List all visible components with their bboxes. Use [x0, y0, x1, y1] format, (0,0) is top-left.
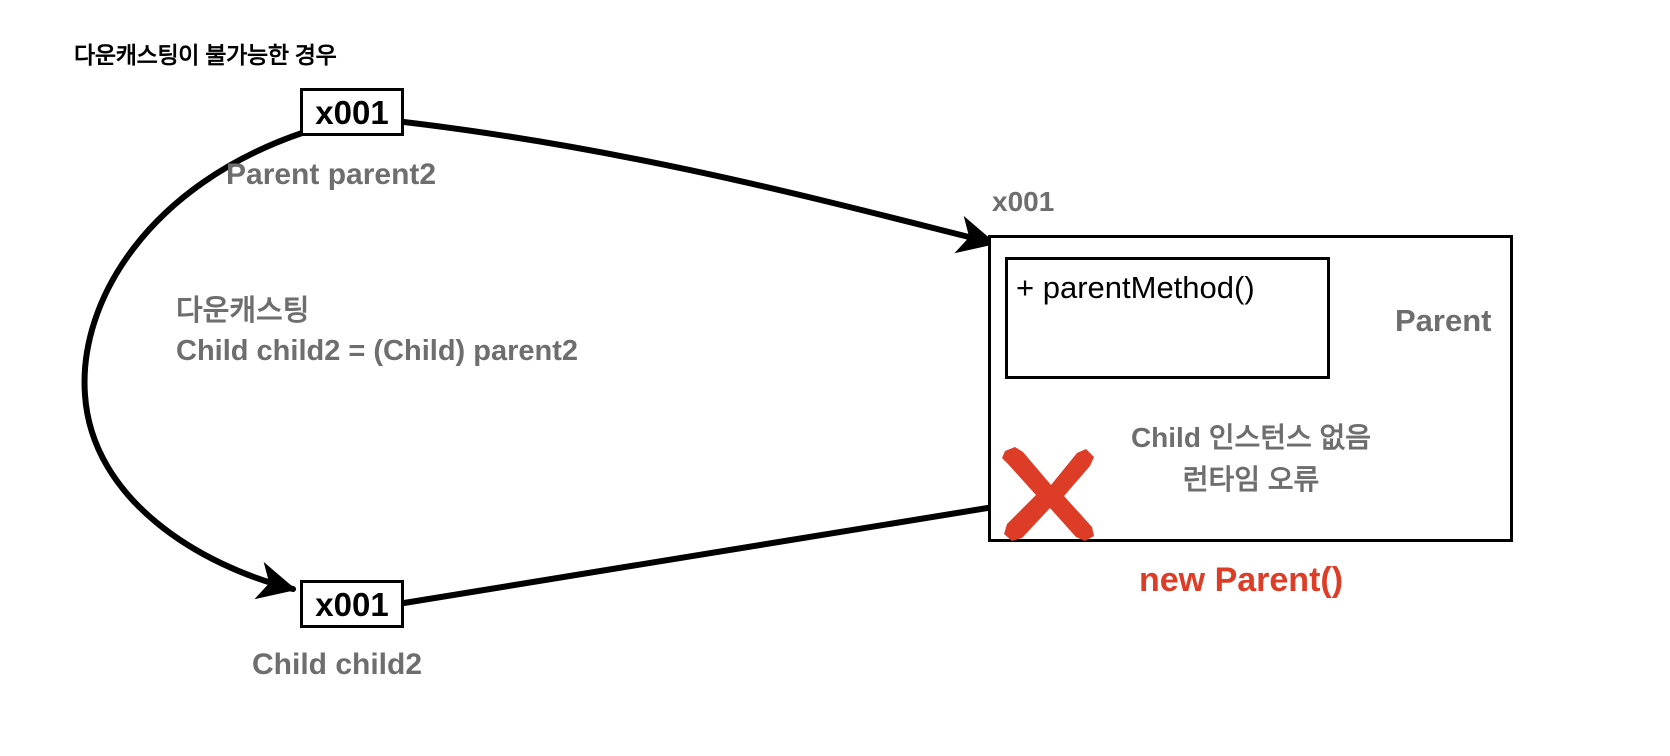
error-note-line1: Child 인스턴스 없음 [1130, 422, 1372, 453]
class-name-label: Parent [1395, 303, 1492, 338]
constructor-label: new Parent() [1139, 561, 1344, 599]
edge-parent2-to-object [401, 119, 997, 254]
downcast-note-line1: 다운캐스팅 [176, 295, 310, 327]
page-title: 다운캐스팅이 불가능한 경우 [74, 42, 337, 68]
method-signature: + parentMethod() [1016, 270, 1255, 305]
stack-box-child2[interactable]: x001 [300, 580, 404, 628]
downcast-note-line2: Child child2 = (Child) parent2 [176, 335, 579, 367]
stack-label-parent2: Parent parent2 [226, 158, 437, 191]
stack-label-child2: Child child2 [252, 648, 423, 681]
method-compartment: + parentMethod() [1005, 257, 1330, 379]
stack-box-parent2[interactable]: x001 [300, 88, 404, 136]
error-note-line2: 런타임 오류 [1182, 464, 1320, 495]
stack-box-parent2-address: x001 [315, 93, 389, 131]
stack-box-child2-address: x001 [315, 585, 389, 623]
heap-object-address: x001 [992, 186, 1055, 217]
